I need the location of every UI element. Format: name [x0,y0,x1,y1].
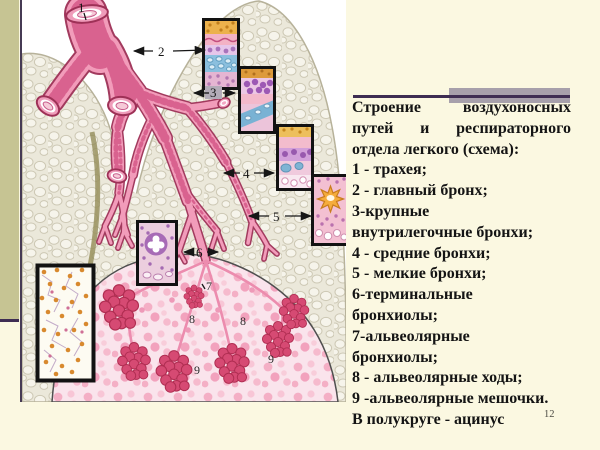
histology-inset-small-bronchus [311,174,346,246]
label-terminal-bronchioles: 6 [196,245,203,260]
caption-line: 6-терминальные [352,286,473,304]
caption-line: 1 - трахея; [352,161,427,179]
caption-line: Строение воздухоносных [352,99,571,116]
mid-bronchus-opening [106,168,128,184]
caption-line: В полукруге - ацинус [352,410,505,428]
histology-inset-terminal-bronchiole [136,220,178,286]
histology-inset-trachea [202,18,240,90]
label-middle-bronchi: 4 [243,166,250,181]
caption-line: 7-альвеолярные [352,327,470,345]
histology-inset-main-bronchus [238,66,276,134]
label-large-bronchi: 3 [210,85,217,100]
caption-text-panel: Строение воздухоносных путей и респирато… [352,98,571,431]
label-alveolar-duct-a: 8 [189,312,195,326]
caption-line: 8 - альвеолярные ходы; [352,369,523,387]
lung-airways-diagram: 1 2 3 4 5 6 7 8 8 9 9 [20,0,346,402]
label-trachea: 1 [78,0,85,15]
caption-line: 3-крупные [352,202,430,220]
label-alveolar-duct-b: 8 [240,314,246,328]
caption-line: бронхиолы; [352,348,438,366]
page-number: 12 [544,409,555,420]
caption-line: 4 - средние бронхи; [352,244,491,262]
left-accent-bar [0,0,19,319]
caption-line: внутрилегочные бронхи; [352,223,534,241]
label-alveolar-bronchioles: 7 [206,279,212,293]
right-bronchus-opening [107,95,137,117]
trachea-opening [65,4,109,24]
callout-arrows [83,12,313,290]
histology-inset-alveolar-tissue [35,263,96,383]
duct-buds [139,287,255,333]
header-divider-line [353,95,570,98]
histology-inset-large-bronchus [276,124,314,191]
label-main-bronchus: 2 [158,44,165,59]
label-alveolar-sac-a: 9 [194,363,200,377]
caption-line: отдела легкого (схема): [352,140,520,158]
label-alveolar-sac-b: 9 [268,352,274,366]
diagram-number-labels: 1 2 3 4 5 6 7 8 8 9 9 [78,0,280,377]
caption-line: бронхиолы; [352,306,438,324]
caption-line: 9 -альвеолярные мешочки. [352,390,549,408]
left-accent-underline [0,319,19,322]
label-small-bronchi: 5 [273,209,280,224]
label-3-chip [205,86,222,99]
caption-line: 5 - мелкие бронхи; [352,265,487,283]
left-bronchus-opening [35,95,61,117]
caption-line: путей и респираторного [352,119,571,137]
caption-line: 2 - главный бронх; [352,182,488,200]
